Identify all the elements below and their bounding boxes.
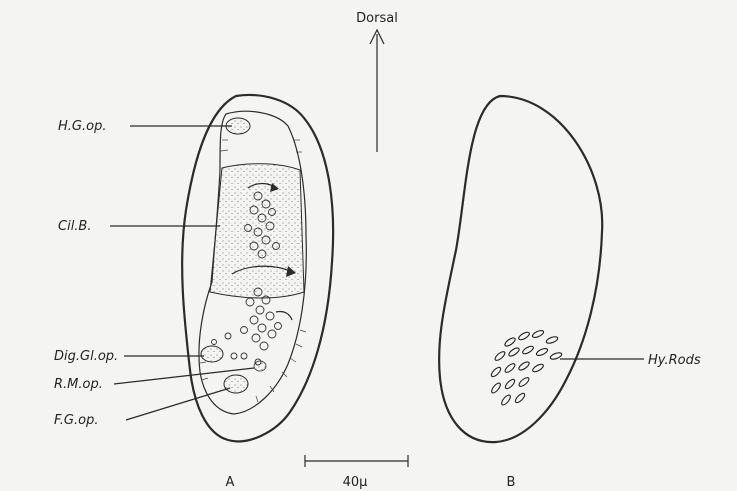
hg-op-label: H.G.op. bbox=[58, 119, 106, 134]
cil-b-label: Cil.B. bbox=[58, 219, 91, 234]
dig-gl-op-label: Dig.Gl.op. bbox=[54, 349, 118, 364]
scale-bar-label: 40μ bbox=[343, 475, 368, 490]
fg-op-label: F.G.op. bbox=[54, 413, 98, 428]
scale-bar bbox=[305, 455, 408, 467]
dorsal-arrow bbox=[370, 30, 384, 152]
panel-label-b: B bbox=[507, 475, 516, 490]
specimen-b bbox=[439, 96, 644, 442]
panel-label-a: A bbox=[226, 475, 235, 490]
rm-op-label: R.M.op. bbox=[54, 377, 103, 392]
dorsal-label: Dorsal bbox=[356, 11, 398, 26]
specimen-a bbox=[182, 95, 333, 441]
hy-rods-label: Hy.Rods bbox=[648, 353, 701, 368]
